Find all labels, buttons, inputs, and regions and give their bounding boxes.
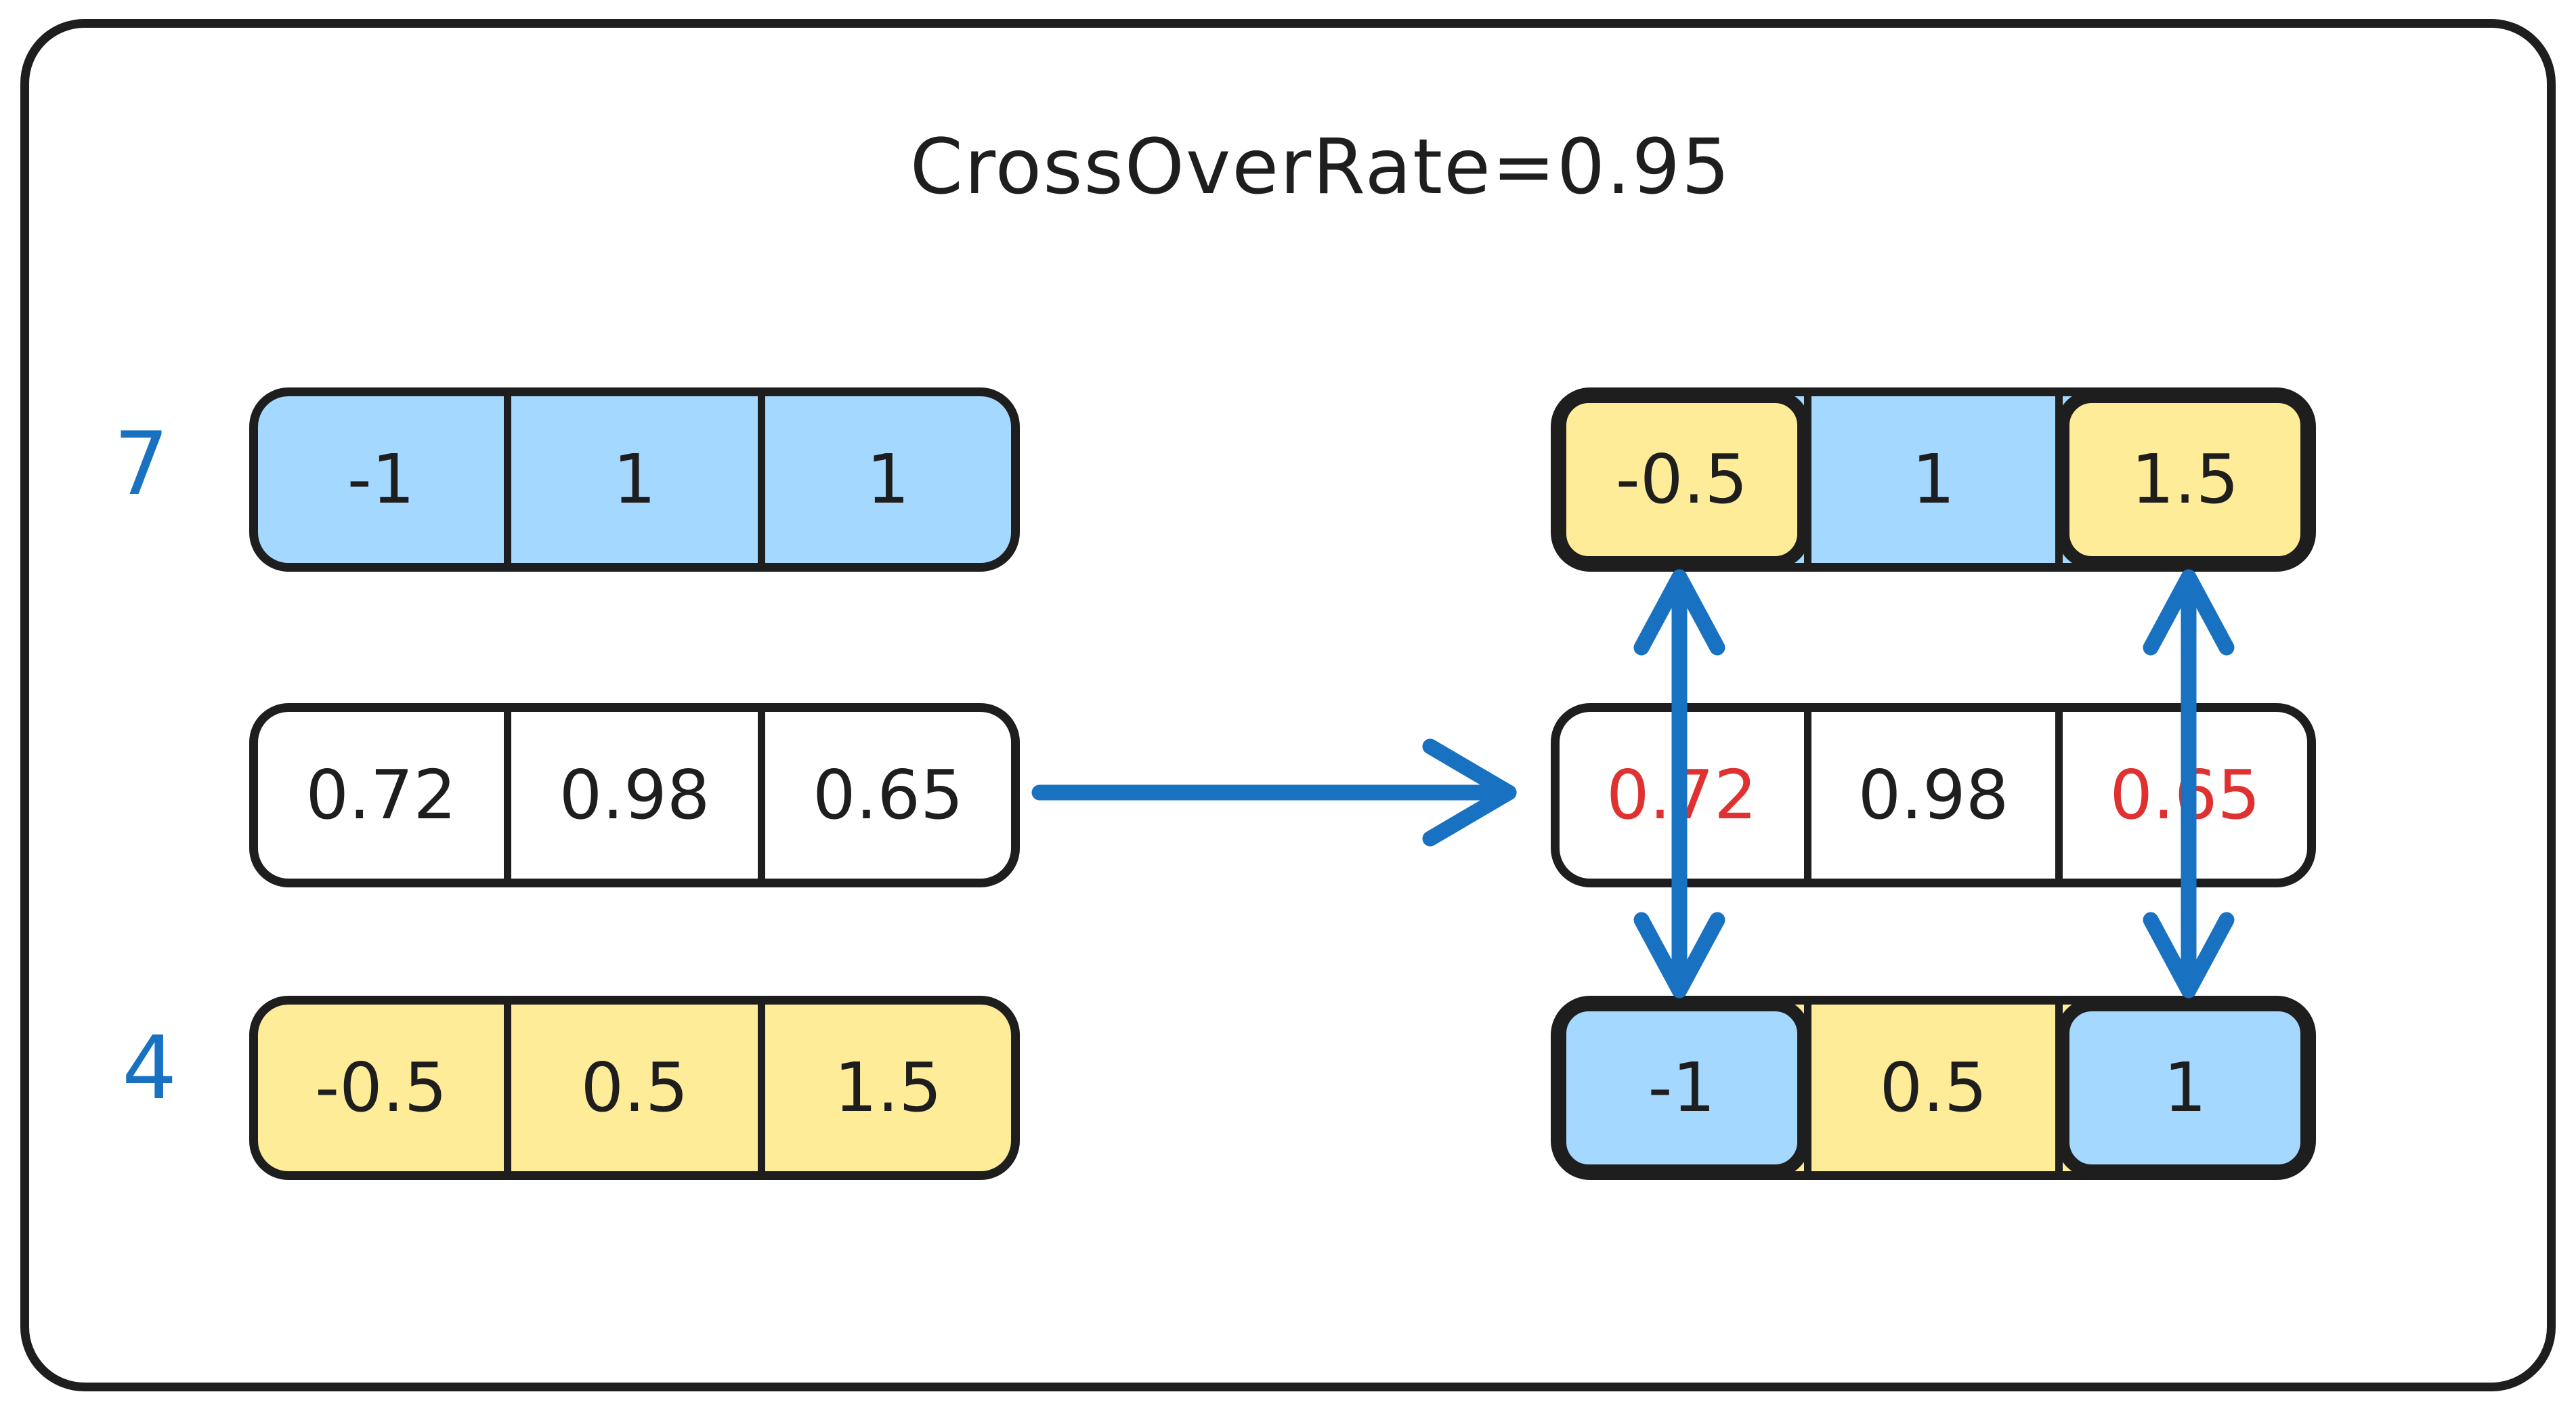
offspring1-cell-0: -0.5 [1553, 390, 1810, 569]
offspring-random-cell-0: 0.72 [1560, 712, 1804, 879]
random-value: 0.65 [812, 755, 964, 835]
offspring2-row: -1 0.5 1 [1551, 996, 2316, 1180]
gene-value: -0.5 [1615, 440, 1748, 519]
random-cell-1: 0.98 [504, 712, 757, 879]
gene-value: 1 [2163, 1048, 2207, 1127]
parent1-cell-1: 1 [504, 396, 757, 563]
offspring2-cell-0: -1 [1553, 998, 1810, 1177]
random-value: 0.98 [1858, 755, 2009, 835]
random-value: 0.72 [1606, 755, 1757, 835]
parent2-cell-1: 0.5 [504, 1005, 757, 1171]
parent1-index-label: 7 [114, 414, 169, 515]
swapped-gene: 1 [2057, 998, 2314, 1177]
parent2-index-label: 4 [122, 1018, 177, 1119]
random-value: 0.98 [559, 755, 710, 835]
offspring-random-cell-2: 0.65 [2055, 712, 2307, 879]
offspring1-row: -0.5 1 1.5 [1551, 387, 2316, 572]
gene-value: 1 [613, 440, 656, 519]
gene-value: 0.5 [1879, 1048, 1988, 1127]
offspring2-cell-2: 1 [2055, 998, 2314, 1177]
parent1-row: -1 1 1 [249, 387, 1020, 572]
gene-value: -1 [347, 440, 415, 519]
swapped-gene: -0.5 [1553, 390, 1810, 569]
gene-value: 0.5 [580, 1048, 689, 1127]
gene-value: 1.5 [2131, 440, 2239, 519]
parent2-cell-2: 1.5 [757, 1005, 1011, 1171]
random-cell-0: 0.72 [258, 712, 504, 879]
offspring1-cell-2: 1.5 [2055, 390, 2314, 569]
gene-value: 1 [1912, 440, 1955, 519]
swapped-gene: -1 [1553, 998, 1810, 1177]
parent2-cell-0: -0.5 [258, 1005, 504, 1171]
parent1-cell-0: -1 [258, 396, 504, 563]
gene-value: -1 [1648, 1048, 1716, 1127]
gene-value: -0.5 [315, 1048, 448, 1127]
offspring1-cell-1: 1 [1803, 396, 2056, 563]
random-value: 0.65 [2109, 755, 2260, 835]
offspring-random-cell-1: 0.98 [1803, 712, 2056, 879]
random-cell-2: 0.65 [757, 712, 1011, 879]
swapped-gene: 1.5 [2057, 390, 2314, 569]
offspring2-cell-1: 0.5 [1803, 1005, 2056, 1171]
parent1-cell-2: 1 [757, 396, 1011, 563]
parent2-row: -0.5 0.5 1.5 [249, 996, 1020, 1180]
gene-value: 1.5 [834, 1048, 942, 1127]
offspring-random-row: 0.72 0.98 0.65 [1551, 703, 2316, 887]
random-values-row: 0.72 0.98 0.65 [249, 703, 1020, 887]
random-value: 0.72 [305, 755, 456, 835]
diagram-title: CrossOverRate=0.95 [909, 123, 1732, 211]
gene-value: 1 [866, 440, 910, 519]
